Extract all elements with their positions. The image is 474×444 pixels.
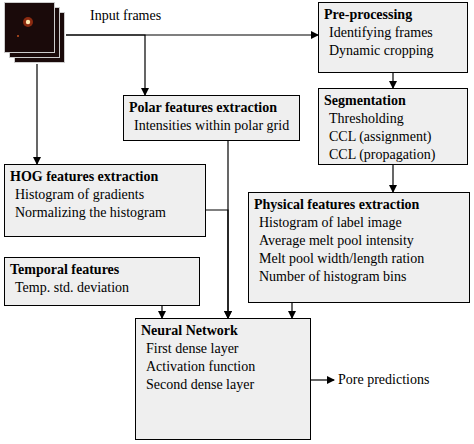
melt-pool-spot [26, 20, 30, 24]
flow-arrow [36, 64, 37, 164]
box-heading: Neural Network [141, 322, 304, 340]
flow-arrow [392, 165, 393, 192]
flow-arrow [227, 141, 228, 318]
box-item: Activation function [141, 358, 304, 376]
box-item: Dynamic cropping [324, 42, 461, 60]
box-item: First dense layer [141, 340, 304, 358]
output-label: Pore predictions [338, 371, 429, 389]
flow-arrow [392, 73, 393, 88]
spatter-spot [17, 35, 19, 37]
box-item: Normalizing the histogram [10, 204, 199, 222]
box-item: Second dense layer [141, 376, 304, 394]
box-item: Histogram of gradients [10, 186, 199, 204]
box-item: Thresholding [324, 110, 461, 128]
box-item: Melt pool width/length ration [254, 250, 463, 268]
flow-arrow [291, 303, 292, 318]
box-item: Number of histogram bins [254, 268, 463, 286]
melt-pool-glow [23, 17, 33, 27]
output-arrow [311, 379, 334, 380]
box-item: Temp. std. deviation [10, 279, 193, 297]
box-item: Average melt pool intensity [254, 232, 463, 250]
process-box: Physical features extractionHistogram of… [248, 192, 470, 303]
process-box: Polar features extractionIntensities wit… [123, 95, 300, 141]
node-label: Input frames [90, 7, 161, 25]
box-item: Histogram of label image [254, 214, 463, 232]
process-box: Neural NetworkFirst dense layerActivatio… [135, 318, 311, 440]
process-box: HOG features extractionHistogram of grad… [4, 164, 206, 237]
flow-arrow [161, 306, 162, 318]
flow-arrow [66, 34, 318, 35]
input-frames: Input frames [4, 2, 66, 64]
process-box: Temporal featuresTemp. std. deviation [4, 257, 200, 306]
process-box: SegmentationThresholdingCCL (assignment)… [318, 88, 468, 165]
frame-stack [4, 2, 66, 64]
box-heading: Polar features extraction [129, 99, 293, 117]
box-heading: HOG features extraction [10, 168, 199, 186]
flow-arrow [66, 35, 145, 95]
box-heading: Pre-processing [324, 6, 461, 24]
box-item: CCL (assignment) [324, 128, 461, 146]
process-box: Pre-processingIdentifying framesDynamic … [318, 2, 468, 73]
box-item: Intensities within polar grid [129, 117, 293, 135]
box-heading: Physical features extraction [254, 196, 463, 214]
box-heading: Segmentation [324, 92, 461, 110]
box-item: Identifying frames [324, 24, 461, 42]
flow-arrow [206, 210, 228, 318]
box-item: CCL (propagation) [324, 146, 461, 164]
box-heading: Temporal features [10, 261, 193, 279]
frame-image [5, 3, 55, 53]
